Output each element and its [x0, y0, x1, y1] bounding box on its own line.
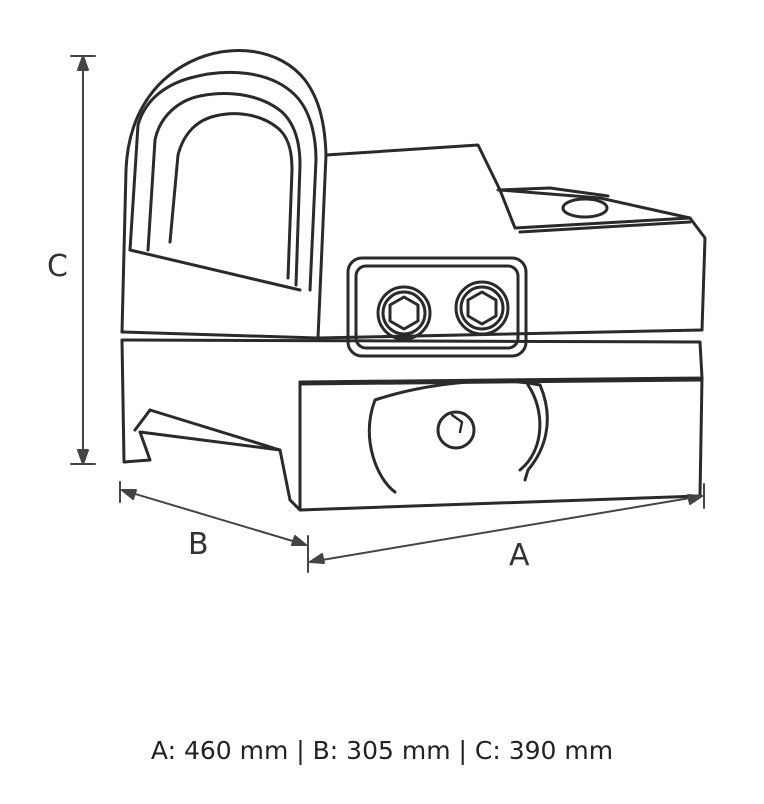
dimension-label-b: B	[188, 527, 209, 562]
hex-screw-icon	[376, 285, 432, 341]
caption-a: A: 460 mm	[150, 736, 289, 765]
caption-separator: |	[288, 736, 313, 765]
dimensions-caption: A: 460 mm | B: 305 mm | C: 390 mm	[0, 736, 764, 765]
sight-hood	[120, 49, 328, 340]
caption-c: C: 390 mm	[474, 736, 614, 765]
sight-mount	[120, 338, 704, 512]
dimension-line-a	[307, 483, 705, 573]
dimension-label-c: C	[47, 249, 68, 284]
mount-clamp	[367, 379, 549, 494]
dimension-line-b	[119, 481, 307, 546]
dimension-label-a: A	[509, 538, 530, 573]
round-screw-icon	[436, 410, 476, 450]
hex-screw-icon	[454, 280, 510, 336]
dimension-line-c	[70, 55, 96, 465]
screw-plate	[346, 256, 528, 358]
red-dot-sight-drawing	[70, 49, 707, 573]
caption-b: B: 305 mm	[312, 736, 451, 765]
caption-separator: |	[450, 736, 475, 765]
sight-body	[120, 143, 707, 340]
